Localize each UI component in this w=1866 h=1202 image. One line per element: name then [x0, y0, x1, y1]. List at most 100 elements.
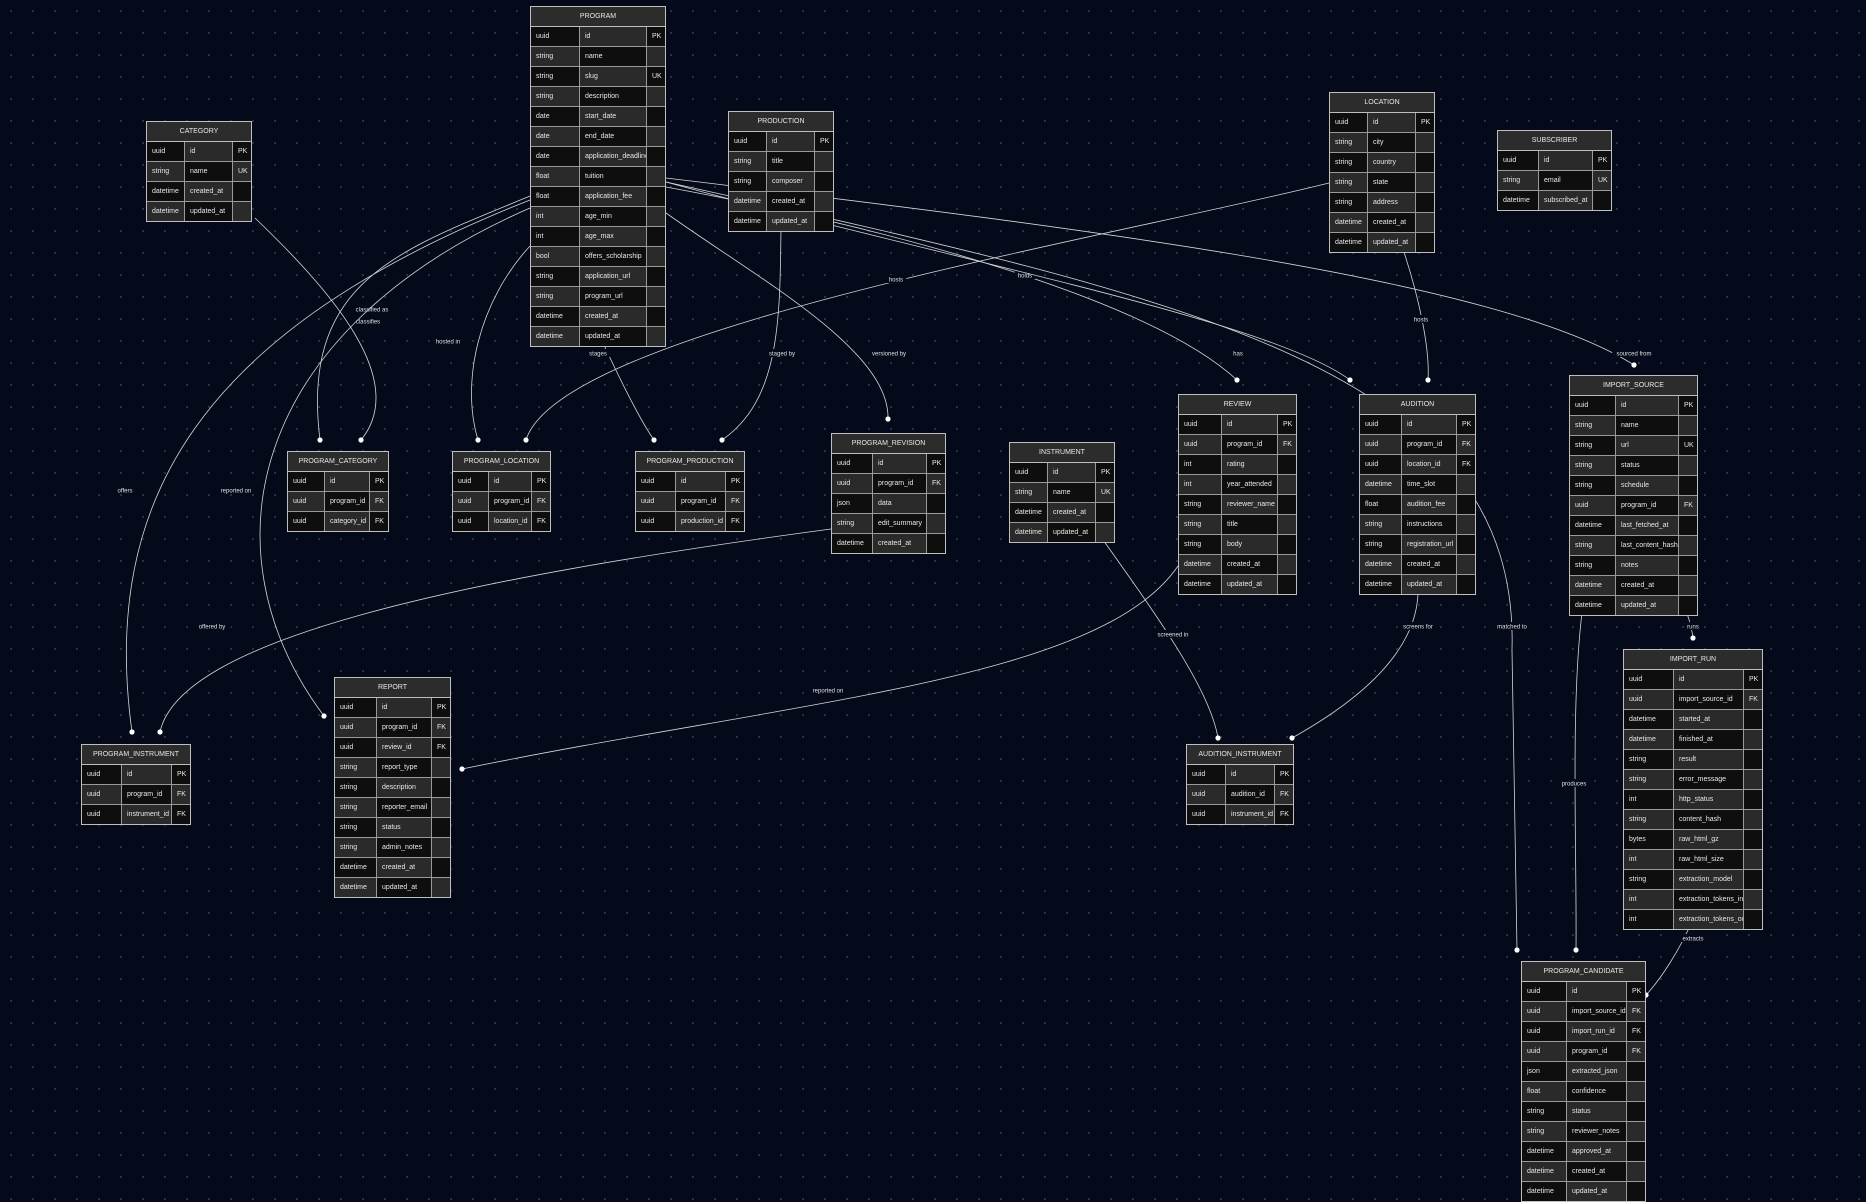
entity-title: REVIEW	[1179, 395, 1296, 415]
attribute-type: int	[531, 227, 580, 246]
attribute-type: uuid	[636, 492, 676, 511]
attribute-type: string	[1360, 515, 1402, 534]
attribute-type: string	[1010, 483, 1048, 502]
attribute-type: string	[531, 87, 580, 106]
relationship-label-bg	[215, 486, 257, 494]
attribute-type: uuid	[288, 492, 325, 511]
attribute-type: datetime	[1522, 1182, 1567, 1201]
attribute-key	[647, 267, 665, 286]
attribute-type: datetime	[1330, 233, 1368, 252]
attribute-key	[1416, 233, 1434, 252]
relationship-end-dot	[651, 437, 657, 443]
attribute-name: id	[377, 698, 432, 717]
attribute-type: string	[335, 778, 377, 797]
attribute-key: FK	[370, 512, 388, 531]
attribute-type: datetime	[1179, 575, 1222, 594]
relationship-line-hosts1	[525, 182, 1330, 441]
attribute-key	[815, 172, 833, 191]
relationship-label-bg	[765, 349, 799, 357]
attribute-type: uuid	[636, 512, 676, 531]
attribute-key	[432, 778, 450, 797]
attribute-type: uuid	[453, 472, 489, 491]
relationship-label-bg	[113, 486, 137, 494]
attribute-type: int	[1624, 890, 1674, 909]
relationship-label-bg	[1677, 934, 1709, 942]
attribute-key	[1457, 575, 1475, 594]
attribute-type: datetime	[531, 307, 580, 326]
attribute-name: review_id	[377, 738, 432, 757]
attribute-key	[1679, 456, 1697, 475]
entity-title: IMPORT_RUN	[1624, 650, 1762, 670]
attribute-type: string	[1330, 153, 1368, 172]
attribute-key	[1744, 890, 1762, 909]
attribute-key	[1627, 1162, 1645, 1181]
relationship-end-dot	[475, 437, 481, 443]
attribute-type: int	[1624, 910, 1674, 929]
attribute-name: data	[873, 494, 927, 513]
attribute-name: created_at	[1402, 555, 1457, 574]
attribute-name: url	[1616, 436, 1679, 455]
attribute-key: FK	[1275, 805, 1293, 824]
attribute-type: string	[531, 67, 580, 86]
attribute-key	[1744, 910, 1762, 929]
attribute-key	[1457, 535, 1475, 554]
attribute-key: FK	[172, 805, 190, 824]
attribute-name: state	[1368, 173, 1416, 192]
attribute-type: string	[729, 172, 767, 191]
attribute-type: string	[1330, 193, 1368, 212]
attribute-name: description	[377, 778, 432, 797]
attribute-name: audition_fee	[1402, 495, 1457, 514]
relationship-end-dot	[1289, 735, 1295, 741]
relationship-label: hosted in	[436, 340, 460, 346]
relationship-label: screens for	[1403, 625, 1433, 631]
attribute-key	[432, 878, 450, 897]
relationship-end-dot	[1573, 947, 1579, 953]
relationship-line-produces	[1574, 604, 1584, 951]
attribute-key	[432, 858, 450, 877]
attribute-name: updated_at	[580, 327, 647, 346]
attribute-type: string	[1624, 870, 1674, 889]
attribute-name: location_id	[1402, 455, 1457, 474]
